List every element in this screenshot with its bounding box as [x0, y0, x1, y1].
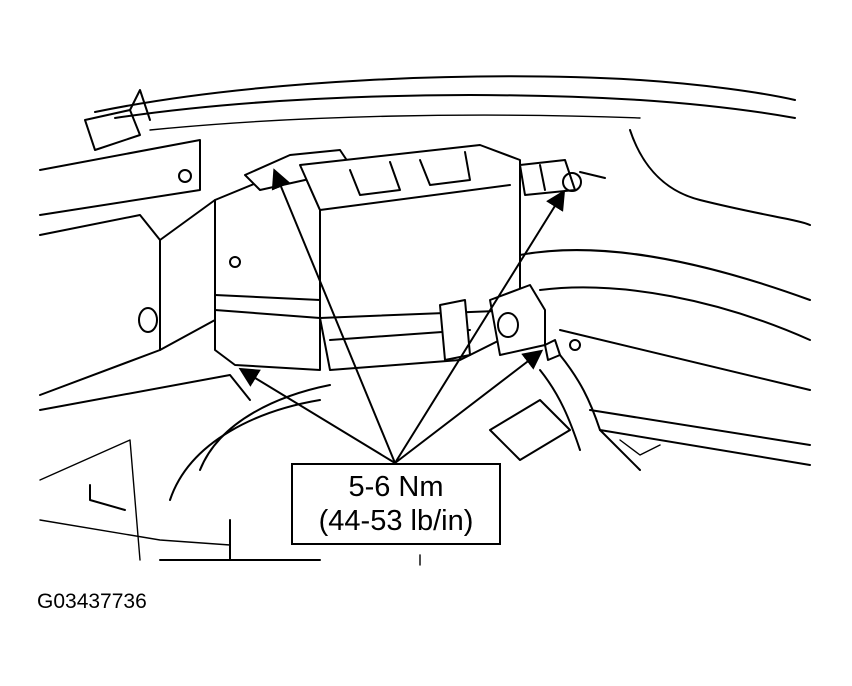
arrow-to-connector-bolt [394, 189, 566, 464]
torque-metric: 5-6 Nm [348, 471, 444, 503]
arrow-to-lower-bolt [394, 349, 544, 464]
figure-id: G03437736 [37, 590, 147, 613]
torque-imperial: (44-53 lb/in) [318, 505, 474, 537]
arrow-to-module-top [271, 168, 396, 464]
torque-callout: 5-6 Nm (44-53 lb/in) [291, 463, 501, 545]
hood-panel [94, 75, 796, 131]
connector-bracket [519, 159, 606, 361]
arrow-to-module-left [238, 367, 396, 464]
module-assembly [214, 144, 546, 371]
left-frame [39, 89, 251, 561]
leader-arrows [238, 168, 566, 464]
right-frame [489, 129, 811, 471]
